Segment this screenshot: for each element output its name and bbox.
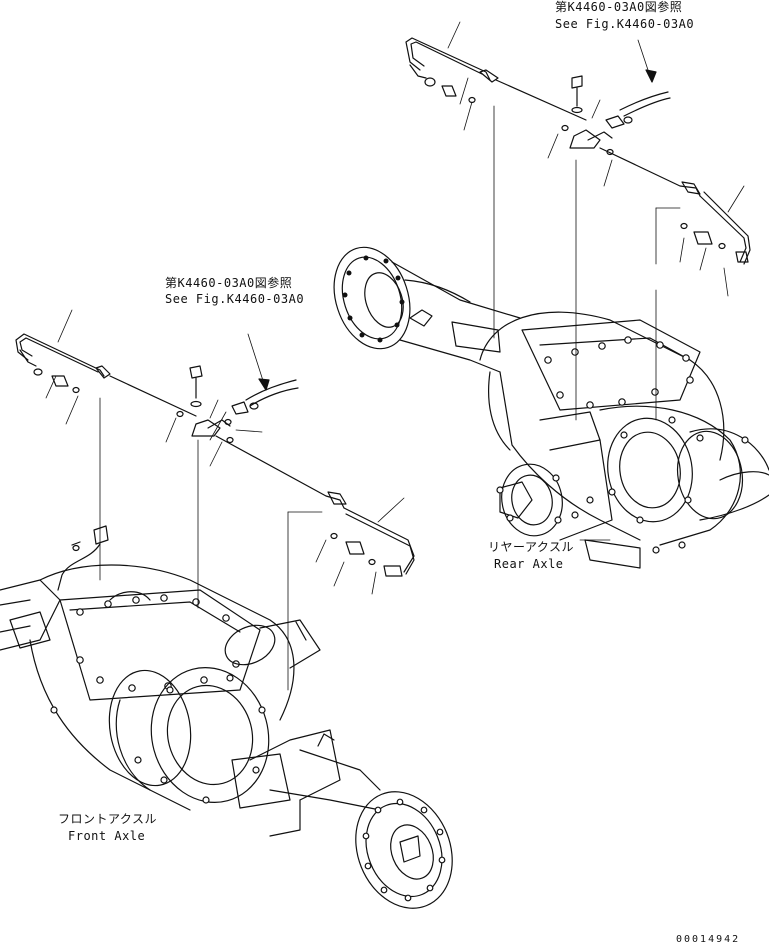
front-brake-lines: [16, 334, 414, 576]
ref-label-front-en: See Fig.K4460-03A0: [165, 292, 305, 306]
part-number: 00014942: [676, 934, 741, 945]
rear-leader-lines: [448, 22, 744, 540]
ref-label-rear-en: See Fig.K4460-03A0: [555, 17, 695, 31]
rear-brake-lines: [406, 38, 750, 264]
front-axle-drawing: [0, 526, 469, 923]
rear-axle-drawing: [322, 237, 769, 568]
ref-label-front-jp: 第K4460-03A0図参照: [165, 276, 293, 290]
front-axle-label-jp: フロントアクスル: [58, 812, 158, 826]
rear-axle-label-jp: リヤーアクスル: [488, 540, 575, 554]
front-leader-lines: [46, 310, 404, 690]
front-axle-label-en: Front Axle: [68, 829, 146, 843]
ref-label-rear-jp: 第K4460-03A0図参照: [555, 0, 683, 14]
rear-axle-label-en: Rear Axle: [494, 557, 564, 571]
